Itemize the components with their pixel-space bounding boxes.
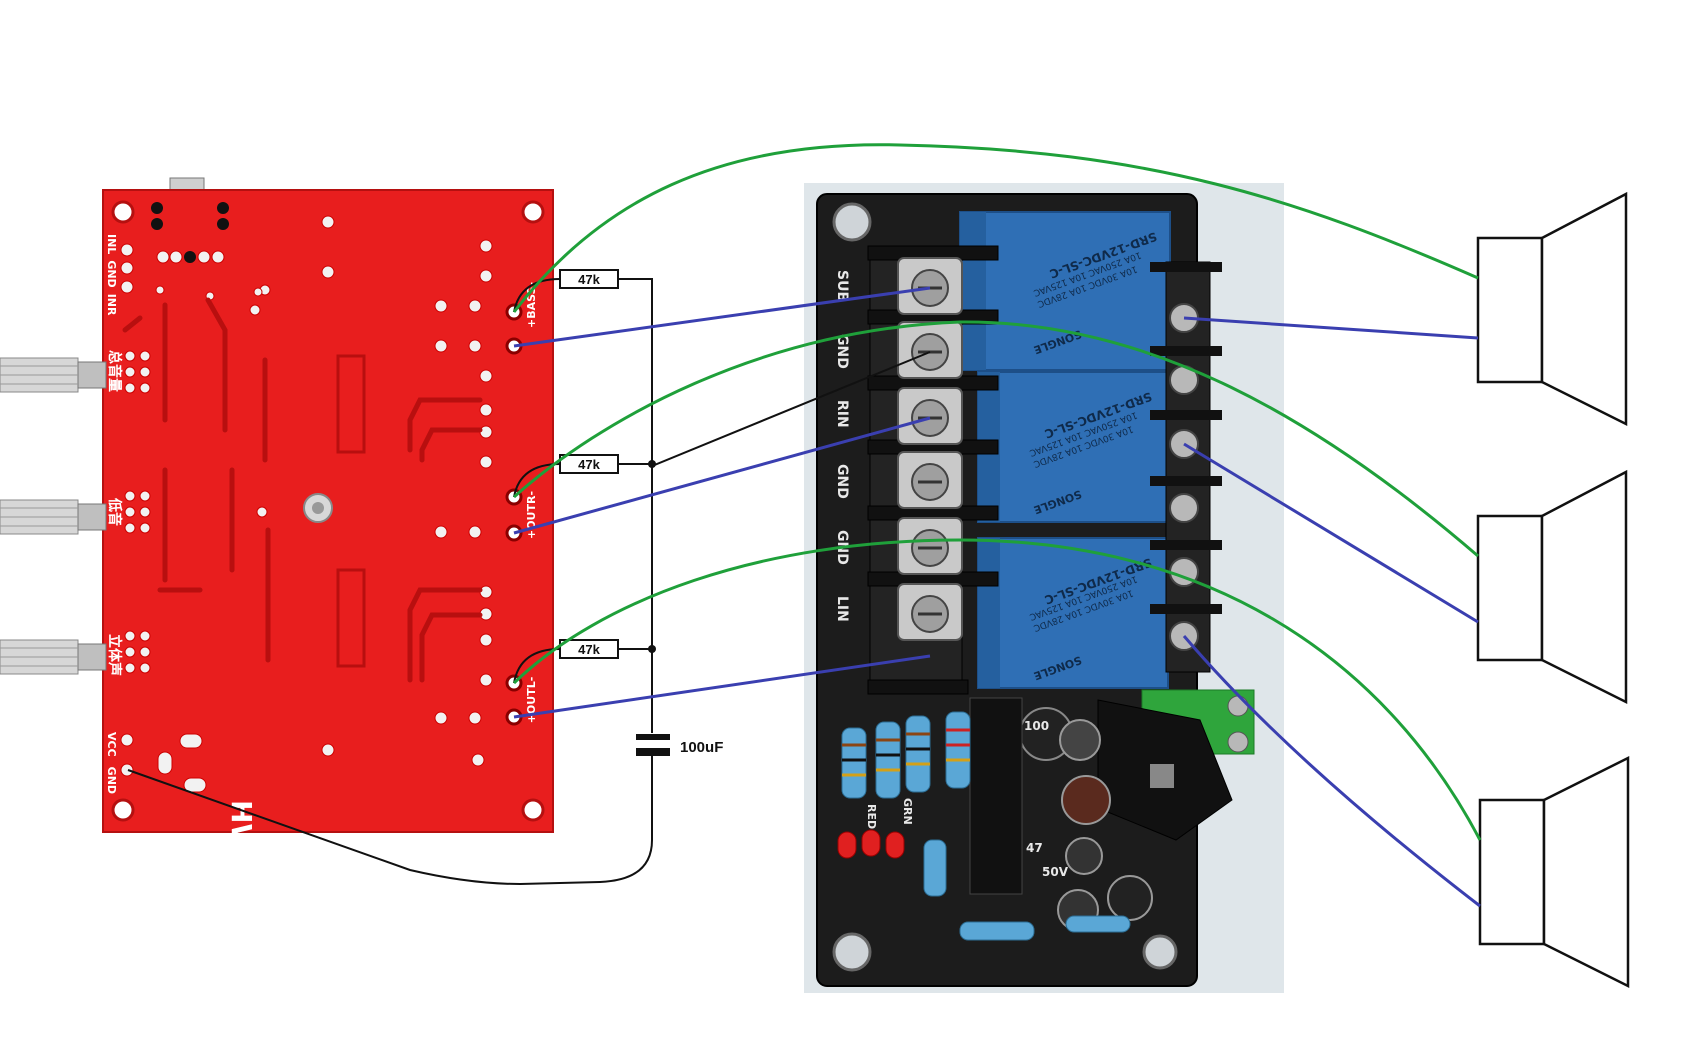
blue-wire bbox=[513, 654, 931, 719]
power-labels: VCCGND bbox=[105, 732, 118, 794]
cap-label-50v: 50V bbox=[1042, 865, 1069, 879]
schematic-components: 47k 47k 47k 100uF bbox=[127, 269, 931, 886]
potentiometer-knob bbox=[0, 357, 107, 675]
green-wire bbox=[512, 538, 1482, 841]
terminal-label-rin: RIN bbox=[834, 400, 850, 428]
blue-wire bbox=[513, 416, 931, 535]
blue-wire bbox=[1183, 316, 1479, 340]
output-label-left: +OUTL- bbox=[525, 677, 538, 724]
pot-label-volume: 总音量 bbox=[106, 350, 123, 392]
speaker-icon bbox=[1476, 469, 1628, 705]
output-label-right: +OUTR- bbox=[525, 491, 538, 539]
terminal-label-gnd-1: GND bbox=[834, 334, 850, 369]
terminal-label-gnd-2: GND bbox=[834, 464, 850, 499]
input-terminal-block bbox=[867, 245, 999, 695]
led-label-green: GRN bbox=[901, 798, 914, 825]
input-labels: INLGNDINR bbox=[105, 234, 118, 316]
speaker-icon bbox=[1478, 755, 1630, 989]
capacitor-label: 100uF bbox=[680, 739, 723, 756]
blue-wire bbox=[1182, 635, 1481, 908]
terminal-label-sub: SUB bbox=[834, 270, 850, 302]
amplifier-board: INLGNDINR 总音量 低音 立体声 VCCGND +BASS- +OUTR… bbox=[0, 177, 554, 854]
pot-label-stereo: 立体声 bbox=[106, 634, 123, 676]
green-wire bbox=[512, 143, 1479, 313]
green-wire bbox=[512, 320, 1479, 558]
output-terminal-block bbox=[1150, 261, 1222, 673]
pot-label-bass: 低音 bbox=[106, 497, 123, 526]
terminal-label-lin: LIN bbox=[834, 596, 850, 622]
wires bbox=[512, 143, 1482, 908]
led-label-red: RED bbox=[865, 804, 878, 829]
resistor-label-3: 47k bbox=[578, 642, 600, 657]
cap-label-47: 47 bbox=[1026, 841, 1043, 855]
brand-logo: HW bbox=[225, 800, 258, 854]
cap-label-100: 100 bbox=[1024, 719, 1049, 733]
blue-wire bbox=[513, 286, 931, 348]
speaker-icon bbox=[1476, 191, 1628, 427]
led bbox=[837, 829, 905, 859]
speaker-protection-board: SRD-12VDC-SL-C SRD-12VDC-SL-C SRD-12VDC-… bbox=[804, 183, 1284, 993]
resistor-label-1: 47k bbox=[578, 272, 600, 287]
resistor-label-2: 47k bbox=[578, 457, 600, 472]
blue-wire bbox=[1183, 442, 1479, 624]
